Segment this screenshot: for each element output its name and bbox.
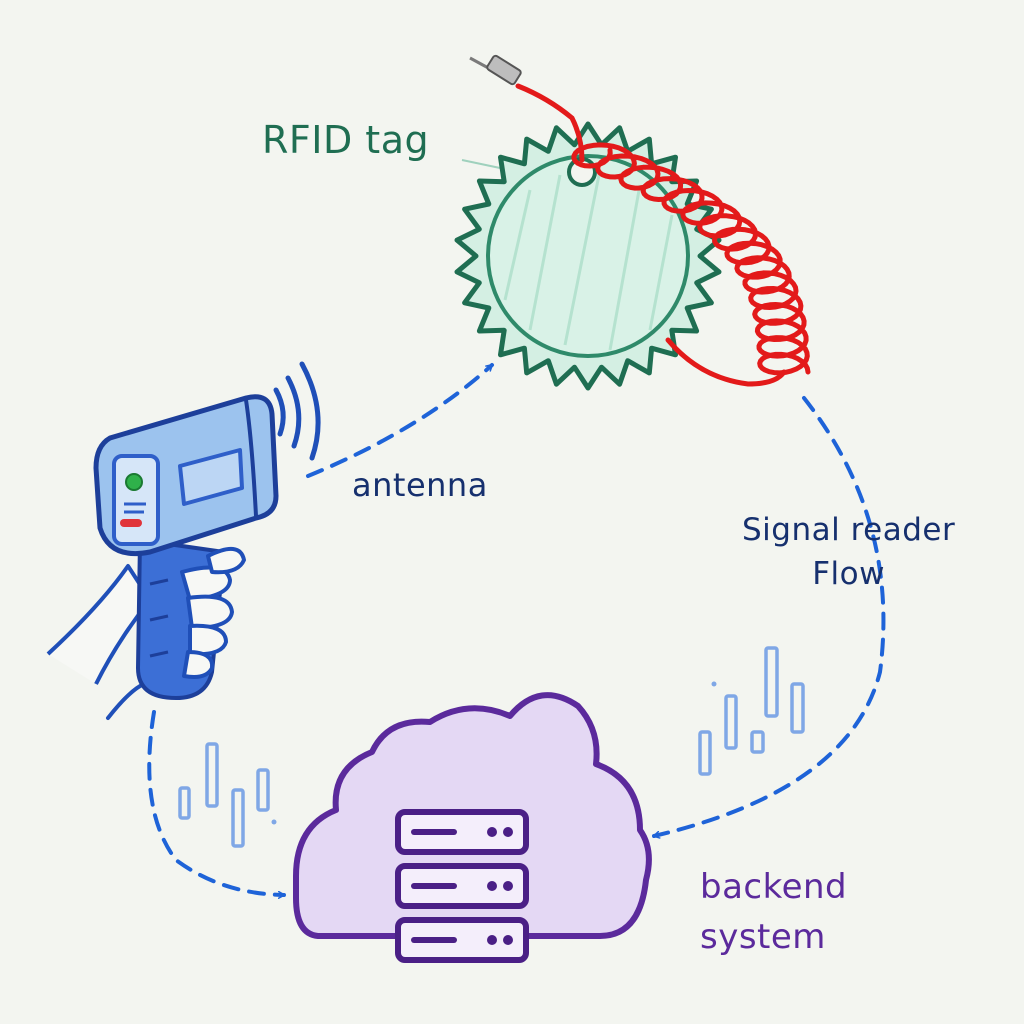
arrow-tag-to-cloud [652,396,886,836]
signal-bars-icon [178,646,805,848]
coiled-cable [571,142,811,376]
scanner-window [178,448,244,506]
backend-line-1: backend [700,867,848,907]
server-details [411,829,457,943]
server-unit-1 [395,809,529,855]
arrow-scanner-to-cloud [147,710,286,895]
wrist-line [106,682,146,720]
scanner-panel [112,454,160,546]
cable-icon [469,54,811,387]
tag-label-connector [461,159,501,169]
flow-arrows [147,363,886,895]
cable-tail [665,337,787,387]
backend-system-label: backend system [700,862,847,962]
cloud-server-icon [293,692,652,963]
scanner-icon [46,394,279,720]
tag-inner-circle [486,154,690,358]
cable-plug [486,54,522,86]
scanner-front-ridge [244,399,258,517]
wifi-waves-icon [273,361,321,461]
server-lights [487,827,513,945]
server-stack [395,809,529,963]
signal-flow-line-1: Signal reader [742,512,956,548]
hand-fingers [180,547,246,679]
tag-shading [503,169,674,351]
signal-flow-line-2: Flow [812,556,885,592]
antenna-label: antenna [352,466,488,504]
arrow-scanner-to-tag [306,363,494,478]
server-unit-3 [395,917,529,963]
led-green [125,473,143,491]
arm [46,564,152,685]
backend-line-2: system [700,917,826,957]
led-red [120,519,142,527]
rfid-tag-label: RFID tag [262,118,430,162]
server-unit-2 [395,863,529,909]
signal-flow-label: Signal reader Flow [742,508,955,596]
